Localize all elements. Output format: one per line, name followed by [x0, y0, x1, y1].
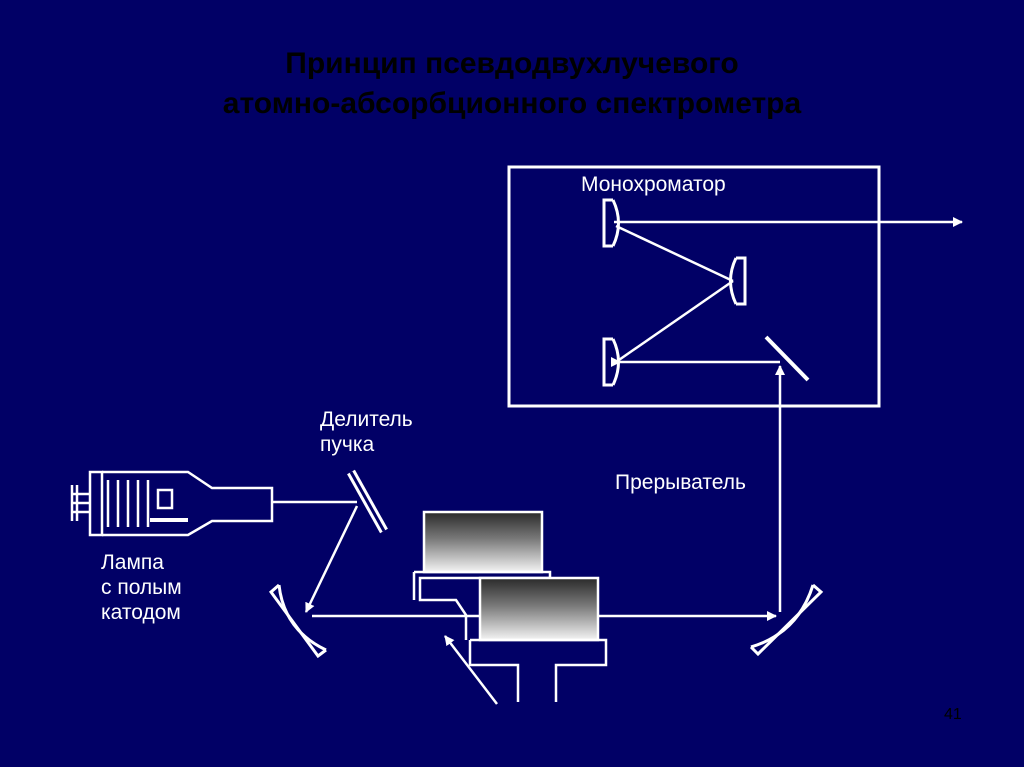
mirror-icon: [729, 256, 747, 306]
page-number: 41: [944, 706, 962, 723]
beam-splitter-label: Делитель пучка: [320, 407, 413, 457]
burner-rear: [412, 510, 552, 640]
title-line-2: атомно-абсорбционного спектрометра: [222, 87, 802, 120]
monochromator-beams: [611, 224, 785, 612]
beam-splitter-label-line-1: Делитель: [320, 408, 413, 431]
concave-mirror-icon: [749, 583, 824, 657]
mirror-icon: [602, 337, 620, 387]
lamp-label-line-1: Лампа: [101, 551, 164, 574]
hollow-cathode-lamp-icon: [70, 470, 274, 537]
mirror-icon: [602, 198, 620, 248]
split-beam: [304, 505, 359, 613]
burner-front: [468, 576, 608, 702]
title-line-1: Принцип псевдодвухлучевого: [285, 47, 739, 80]
monochromator-label: Монохроматор: [581, 173, 726, 196]
chopper-label: Прерыватель: [615, 471, 746, 494]
beam-splitter-highlight: [349, 471, 386, 532]
sample-inlet-arrow: [444, 635, 498, 705]
lamp-label-line-2: с полым: [101, 576, 182, 599]
monochromator-box: [507, 165, 881, 408]
lamp-label: Лампа с полым катодом: [101, 550, 182, 625]
lamp-label-line-3: катодом: [101, 601, 181, 624]
slide-title: Принцип псевдодвухлучевого атомно-абсорб…: [0, 44, 1024, 124]
beam-splitter-label-line-2: пучка: [320, 433, 375, 456]
concave-mirror-icon: [268, 583, 327, 659]
flat-mirror: [764, 335, 810, 382]
